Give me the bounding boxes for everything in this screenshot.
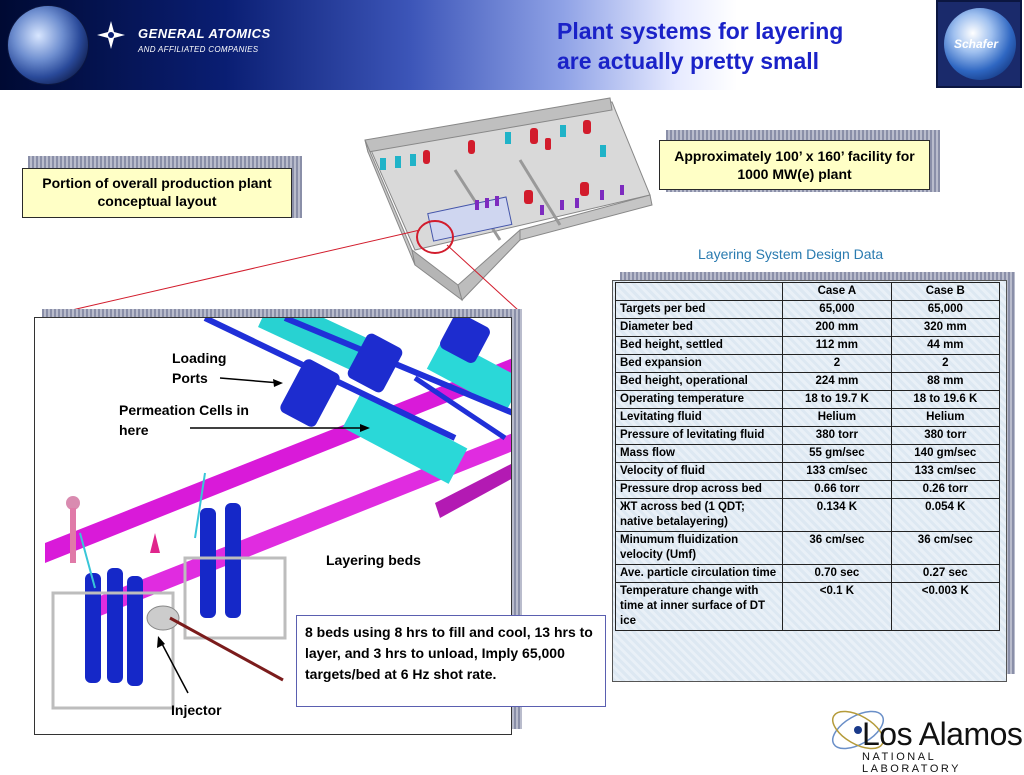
value-cell: 0.66 torr xyxy=(782,480,892,499)
parameter-cell: Minumum fluidization velocity (Umf) xyxy=(614,531,784,565)
parameter-cell: Mass flow xyxy=(614,444,784,463)
value-cell: 140 gm/sec xyxy=(890,444,1001,463)
globe-logo-icon xyxy=(8,6,88,84)
header-cell xyxy=(614,282,784,301)
table-row: Temperature change with time at inner su… xyxy=(614,582,1001,631)
parameter-cell: Velocity of fluid xyxy=(614,462,784,481)
value-cell: 2 xyxy=(890,354,1001,373)
value-cell: 133 cm/sec xyxy=(890,462,1001,481)
value-cell: <0.1 K xyxy=(782,582,892,631)
earth-globe-icon xyxy=(944,8,1016,80)
value-cell: 88 mm xyxy=(890,372,1001,391)
value-cell: 0.70 sec xyxy=(782,564,892,583)
parameter-cell: ЖT across bed (1 QDT; native betalayerin… xyxy=(614,498,784,532)
value-cell: 0.26 torr xyxy=(890,480,1001,499)
value-cell: 36 cm/sec xyxy=(890,531,1001,565)
title-line-2: are actually pretty small xyxy=(557,48,820,74)
loading-ports-label: Loading Ports xyxy=(172,350,227,386)
value-cell: 55 gm/sec xyxy=(782,444,892,463)
injector-label: Injector xyxy=(171,702,222,718)
value-cell: 0.054 K xyxy=(890,498,1001,532)
plant-layout-callout: Portion of overall production plant conc… xyxy=(22,168,292,218)
parameter-cell: Pressure of levitating fluid xyxy=(614,426,784,445)
los-alamos-logo-icon xyxy=(832,710,884,750)
schafer-logo-text: Schafer xyxy=(954,37,999,51)
layering-beds-label: Layering beds xyxy=(326,552,421,568)
table-row: ЖT across bed (1 QDT; native betalayerin… xyxy=(614,498,1001,532)
company-name: GENERAL ATOMICS xyxy=(138,26,271,41)
layering-system-drawing xyxy=(45,318,511,710)
value-cell: 133 cm/sec xyxy=(782,462,892,481)
value-cell: 320 mm xyxy=(890,318,1001,337)
slide-title: Plant systems for layering are actually … xyxy=(557,16,937,76)
parameter-cell: Temperature change with time at inner su… xyxy=(614,582,784,631)
value-cell: 36 cm/sec xyxy=(782,531,892,565)
value-cell: Helium xyxy=(890,408,1001,427)
value-cell: 380 torr xyxy=(782,426,892,445)
lab-subtitle: NATIONAL LABORATORY xyxy=(862,751,961,775)
parameter-cell: Bed height, operational xyxy=(614,372,784,391)
value-cell: Helium xyxy=(782,408,892,427)
value-cell: 224 mm xyxy=(782,372,892,391)
value-cell: 112 mm xyxy=(782,336,892,355)
value-cell: 0.27 sec xyxy=(890,564,1001,583)
parameter-cell: Pressure drop across bed xyxy=(614,480,784,499)
value-cell: 18 to 19.7 K xyxy=(782,390,892,409)
schafer-logo: Schafer xyxy=(936,0,1022,88)
header-banner: GENERAL ATOMICS AND AFFILIATED COMPANIES xyxy=(0,0,1024,90)
header-cell: Case A xyxy=(782,282,892,301)
parameter-cell: Bed expansion xyxy=(614,354,784,373)
general-atomics-logo-icon xyxy=(97,21,125,49)
permeation-cells-label: Permeation Cells in here xyxy=(119,402,249,438)
table-title: Layering System Design Data xyxy=(698,246,884,262)
parameter-cell: Targets per bed xyxy=(614,300,784,319)
header-cell: Case B xyxy=(890,282,1001,301)
value-cell: 44 mm xyxy=(890,336,1001,355)
value-cell: 18 to 19.6 K xyxy=(890,390,1001,409)
bed-timing-note: 8 beds using 8 hrs to fill and cool, 13 … xyxy=(296,615,606,707)
plant-layout-diagram xyxy=(71,97,653,311)
company-subtitle: AND AFFILIATED COMPANIES xyxy=(138,45,259,54)
table-row: Minumum fluidization velocity (Umf)36 cm… xyxy=(614,531,1001,565)
value-cell: 380 torr xyxy=(890,426,1001,445)
parameter-cell: Operating temperature xyxy=(614,390,784,409)
parameter-cell: Ave. particle circulation time xyxy=(614,564,784,583)
table-header-row: Case A Case B xyxy=(614,282,1001,301)
facility-size-callout: Approximately 100’ x 160’ facility for 1… xyxy=(659,140,930,190)
parameter-cell: Bed height, settled xyxy=(614,336,784,355)
lab-name: Los Alamos xyxy=(862,716,1023,752)
parameter-cell: Levitating fluid xyxy=(614,408,784,427)
value-cell: 0.134 K xyxy=(782,498,892,532)
value-cell: 2 xyxy=(782,354,892,373)
title-line-1: Plant systems for layering xyxy=(557,18,844,44)
value-cell: <0.003 K xyxy=(890,582,1001,631)
value-cell: 65,000 xyxy=(890,300,1001,319)
value-cell: 65,000 xyxy=(782,300,892,319)
parameter-cell: Diameter bed xyxy=(614,318,784,337)
value-cell: 200 mm xyxy=(782,318,892,337)
